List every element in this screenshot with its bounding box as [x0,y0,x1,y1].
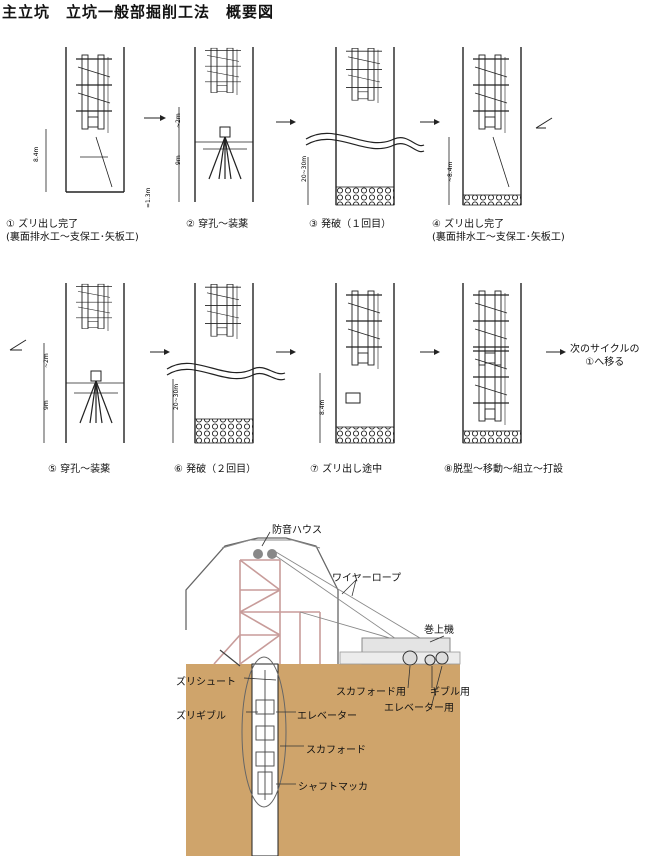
dim-label: 20~30m [301,156,308,182]
dim-label: 8.4m [33,146,40,162]
next-cycle-note: 次のサイクルの ①へ移る [570,344,640,368]
ground [186,664,460,856]
overview-diagram [185,531,461,856]
dim-label: 9m [175,155,182,165]
label-shaft-mucker: シャフトマッカ [298,782,368,793]
step-2-caption: ② 穿孔～装薬 [186,219,249,230]
step-5-caption: ⑤ 穿孔～装薬 [48,464,111,475]
headframe [213,559,321,665]
dim-label: ~2m [43,353,50,368]
soundproof-house [185,537,339,664]
label-gibble: ズリギブル [176,711,226,722]
step-4-diagram [448,47,522,206]
step-1-diagram [45,47,125,193]
label-scaffold: スカフォード [306,745,366,756]
page-title: 主立坑 立坑一般部掘削工法 概要図 [2,3,275,21]
label-chute: ズリシュート [176,677,236,688]
dim-label: 20~30m [173,384,180,410]
dim-label: ~2m [175,113,182,128]
step-7-diagram [319,283,395,444]
equipment-outline [241,656,287,808]
step-4-caption: ④ ズリ出し完了 (裏面排水工～支保工･矢板工) [432,219,565,243]
dim-label: 9m [43,400,50,410]
step-8-caption: ⑧脱型～移動～組立～打設 [444,464,563,475]
step-2-diagram [178,47,254,202]
step-5-diagram [43,283,125,443]
dim-label: =1.3m [145,187,152,208]
step-6-caption: ⑥ 発破（２回目） [174,464,257,475]
step-3-caption: ③ 発破（１回目） [309,219,392,230]
step-7-caption: ⑦ ズリ出し途中 [310,464,383,475]
step-6-diagram [166,283,286,444]
step-3-diagram [305,47,425,206]
dim-label: ~8.4m [447,161,454,182]
label-wire-rope: ワイヤーロープ [332,573,402,584]
label-elevator-use: エレベーター用 [384,703,454,714]
label-elevator: エレベーター [297,711,357,722]
dim-label: 8.4m [319,399,326,415]
cycle-diagrams: 8.4m =1.3m ~2m 9m 20~30m ~8.4m ~2m 9m 20… [9,47,566,444]
label-soundproof-house: 防音ハウス [272,525,322,536]
label-scaffold-use: スカフォード用 [336,687,406,698]
step-8-diagram [462,283,522,444]
step-1-caption: ① ズリ出し完了 (裏面排水工～支保工･矢板工) [6,219,139,243]
label-gibble-use: ギブル用 [430,687,470,698]
label-winch: 巻上機 [424,625,454,636]
